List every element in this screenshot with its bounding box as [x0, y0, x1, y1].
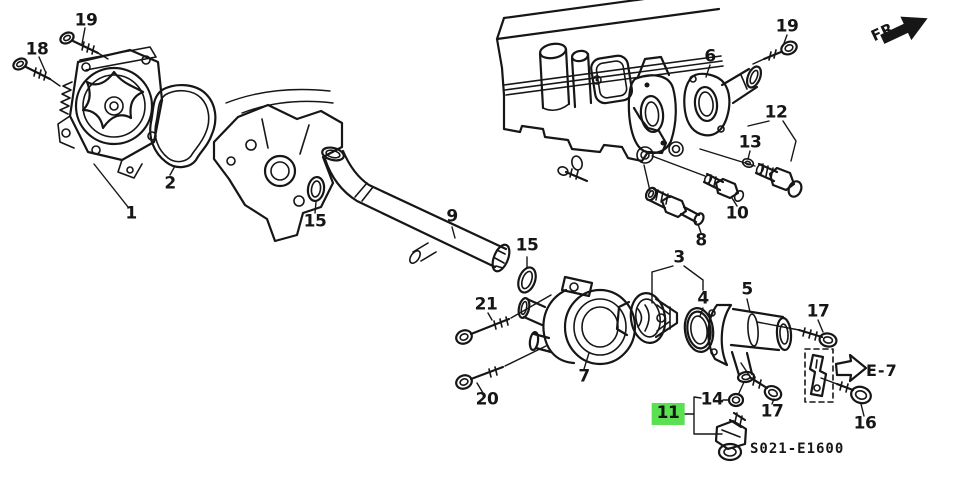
fr-arrow-icon — [880, 16, 928, 44]
washer-14 — [722, 392, 745, 408]
bolt-18 — [12, 56, 61, 87]
thermostat — [615, 265, 704, 344]
sensor-10 — [651, 155, 745, 207]
e7-reference-label: E-7 — [866, 361, 898, 380]
water-pipe — [321, 146, 511, 273]
joint-8 — [643, 164, 705, 234]
engine-bracket-fragment — [212, 88, 344, 243]
pump-gasket — [93, 84, 217, 208]
e7-arrow-icon — [834, 353, 868, 383]
water-outlet — [683, 64, 763, 137]
sensor-11 — [682, 396, 748, 462]
water-pump — [57, 46, 164, 179]
thermostat-housing — [517, 275, 637, 370]
bolt-21 — [455, 294, 552, 345]
bolt-17-upper — [756, 319, 838, 348]
cylinder-head — [495, 0, 724, 183]
bolt-20 — [455, 345, 547, 394]
thermostat-cover — [707, 298, 793, 394]
thermostat-gasket — [683, 307, 715, 353]
e7-stay-dashed-box — [804, 348, 834, 403]
o-ring-15-right — [517, 256, 537, 294]
diagram-code: S021-E1600 — [750, 441, 845, 457]
washer-13 — [741, 150, 755, 169]
o-ring-15-left — [306, 175, 326, 214]
bolt-17-lower — [740, 362, 783, 405]
bolt-19-right — [752, 34, 798, 65]
bolt-16 — [820, 377, 872, 417]
bolt-19-left — [59, 27, 109, 60]
